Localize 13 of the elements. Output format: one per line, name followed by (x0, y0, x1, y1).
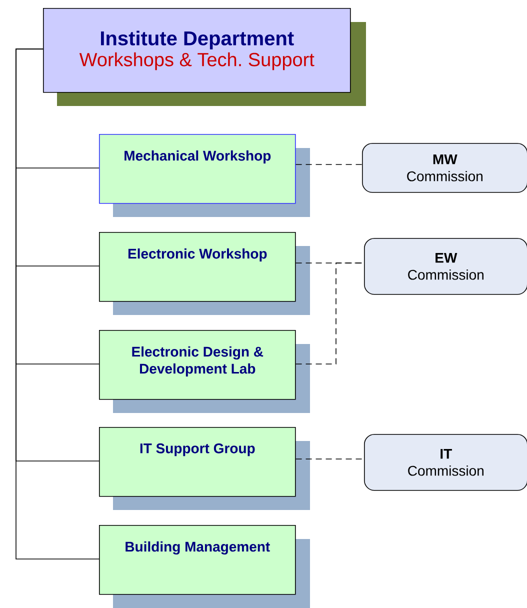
unit-box: Electronic Design & Development Lab (99, 330, 296, 400)
unit-box: IT Support Group (99, 427, 296, 497)
commission-box: MW Commission (362, 143, 527, 193)
connector-line (295, 262, 364, 264)
unit-box: Building Management (99, 525, 296, 595)
unit-box: Mechanical Workshop (99, 134, 296, 204)
connector-line (295, 458, 364, 460)
commission-box: EW Commission (364, 238, 527, 295)
commission-box: IT Commission (364, 434, 527, 491)
department-box: Institute Department Workshops & Tech. Support (43, 8, 351, 93)
unit-box: Electronic Workshop (99, 232, 296, 302)
connector-line (295, 164, 362, 165)
tree-line (16, 48, 100, 560)
